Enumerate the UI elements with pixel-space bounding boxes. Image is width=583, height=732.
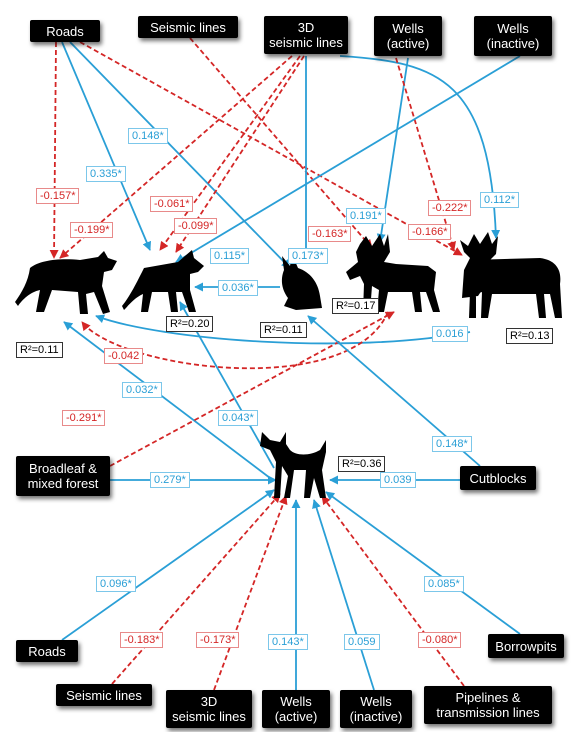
coef-moose-wolf: 0.016	[432, 326, 468, 342]
node-label: Seismic lines	[150, 19, 226, 35]
coef-cutblocks-deer: 0.039	[380, 472, 416, 488]
node-label: 3D	[200, 694, 218, 709]
node-label: Cutblocks	[469, 470, 527, 486]
node-label: (inactive)	[486, 36, 540, 51]
wolf-icon	[15, 251, 117, 314]
node-label: Borrowpits	[495, 638, 557, 654]
r2-coyote: R²=0.20	[166, 316, 214, 332]
coef-roads-hare: 0.148*	[128, 128, 168, 144]
node-bottom-pipelines: Pipelines &transmission lines	[424, 686, 552, 724]
coef-3d-deer: -0.173*	[196, 632, 240, 648]
node-label: Broadleaf &	[29, 461, 97, 476]
arrow-caribou-wolf	[81, 311, 389, 370]
node-label: Roads	[46, 23, 84, 39]
node-label: Pipelines &	[455, 690, 521, 705]
node-bottom-seismic-lines: Seismic lines	[56, 684, 152, 706]
deer-icon	[260, 432, 326, 498]
node-top-seismic-lines: Seismic lines	[138, 16, 238, 38]
coef-broadleaf-deer: 0.279*	[150, 472, 190, 488]
coef-pipe-deer: -0.080*	[418, 632, 462, 648]
hare-icon	[281, 254, 322, 310]
coef-roads-moose: -0.222*	[428, 200, 472, 216]
coef-roads-wolf: -0.157*	[36, 188, 80, 204]
arrow-broadleaf-caribou	[109, 311, 395, 467]
coef-deer-coyote: 0.043*	[218, 410, 258, 426]
coef-wa-moose: -0.166*	[408, 224, 452, 240]
node-top-wells-active: Wells(active)	[374, 16, 442, 56]
arrow-3d-deer	[213, 495, 288, 691]
coef-broadleaf-caribou: -0.291*	[62, 410, 106, 426]
node-label: seismic lines	[172, 709, 246, 724]
node-label: Wells	[392, 21, 424, 36]
arrow-roads-moose	[79, 41, 463, 256]
arrow-wellsinactive-deer	[312, 499, 375, 691]
node-label: (inactive)	[349, 709, 403, 724]
r2-hare: R²=0.11	[260, 322, 307, 338]
arrow-roads-deer	[61, 489, 275, 641]
coef-wi-deer: 0.059	[344, 634, 380, 650]
node-label: mixed forest	[27, 476, 99, 491]
coef-seismic-deer: -0.183*	[120, 632, 164, 648]
arrow-borrowpits-deer	[325, 491, 521, 635]
arrow-roads-hare	[69, 41, 291, 269]
coef-3d-coyote: -0.061*	[150, 196, 194, 212]
caribou-icon	[346, 234, 440, 312]
node-label: Wells	[360, 694, 392, 709]
moose-icon	[460, 232, 562, 318]
coef-3d-moose: 0.112*	[480, 192, 519, 208]
r2-moose: R²=0.13	[506, 328, 554, 344]
coef-wa-caribou: 0.191*	[346, 208, 386, 224]
arrow-roads-coyote	[61, 41, 151, 251]
coef-caribou-wolf: -0.042	[104, 348, 144, 364]
node-label: (active)	[386, 36, 430, 51]
node-label: transmission lines	[436, 705, 540, 720]
r2-deer: R²=0.36	[338, 456, 386, 472]
coef-borrow-deer: 0.085*	[424, 576, 464, 592]
arrow-3d-moose	[339, 55, 501, 239]
coef-wi-coyote: 0.115*	[210, 248, 249, 264]
node-broadleaf-forest: Broadleaf &mixed forest	[16, 456, 110, 496]
node-label: Wells	[280, 694, 312, 709]
node-bottom-wells-inactive: Wells(inactive)	[340, 690, 412, 728]
node-label: (active)	[274, 709, 318, 724]
coef-3d-caribou: 0.173*	[288, 248, 328, 264]
coef-3d-hare: -0.099*	[174, 218, 218, 234]
node-label: Roads	[28, 643, 66, 659]
node-label: 3D	[297, 20, 315, 35]
arrow-seismic-deer	[111, 493, 281, 685]
coef-roads-coyote: 0.335*	[86, 166, 126, 182]
coyote-icon	[122, 250, 204, 312]
node-label: seismic lines	[269, 35, 343, 50]
coef-seismic-caribou: -0.163*	[308, 226, 352, 242]
arrow-moose-wolf	[95, 314, 471, 345]
arrow-wellsactive-moose	[395, 57, 456, 251]
arrow-wellsinactive-coyote	[175, 55, 521, 263]
node-label: Seismic lines	[66, 687, 142, 703]
node-top-roads: Roads	[30, 20, 100, 42]
coef-deer-wolf: 0.032*	[122, 382, 162, 398]
node-label: Wells	[497, 21, 529, 36]
r2-caribou: R²=0.17	[332, 298, 380, 314]
coef-3d-wolf: -0.199*	[70, 222, 114, 238]
node-bottom-roads: Roads	[16, 640, 78, 662]
coef-roads-deer: 0.096*	[96, 576, 136, 592]
arrow-roads-wolf	[49, 41, 59, 259]
coef-cutblocks-hare: 0.148*	[432, 436, 472, 452]
arrow-deer-wolf	[63, 321, 271, 479]
r2-wolf: R²=0.11	[16, 342, 63, 358]
coef-wa-deer: 0.143*	[268, 634, 308, 650]
node-cutblocks: Cutblocks	[460, 466, 536, 490]
node-top-wells-inactive: Wells(inactive)	[474, 16, 552, 56]
node-borrowpits: Borrowpits	[488, 634, 564, 658]
arrow-seismic-caribou	[189, 37, 373, 249]
node-bottom-wells-active: Wells(active)	[262, 690, 330, 728]
coef-hare-coyote: 0.036*	[218, 280, 258, 296]
